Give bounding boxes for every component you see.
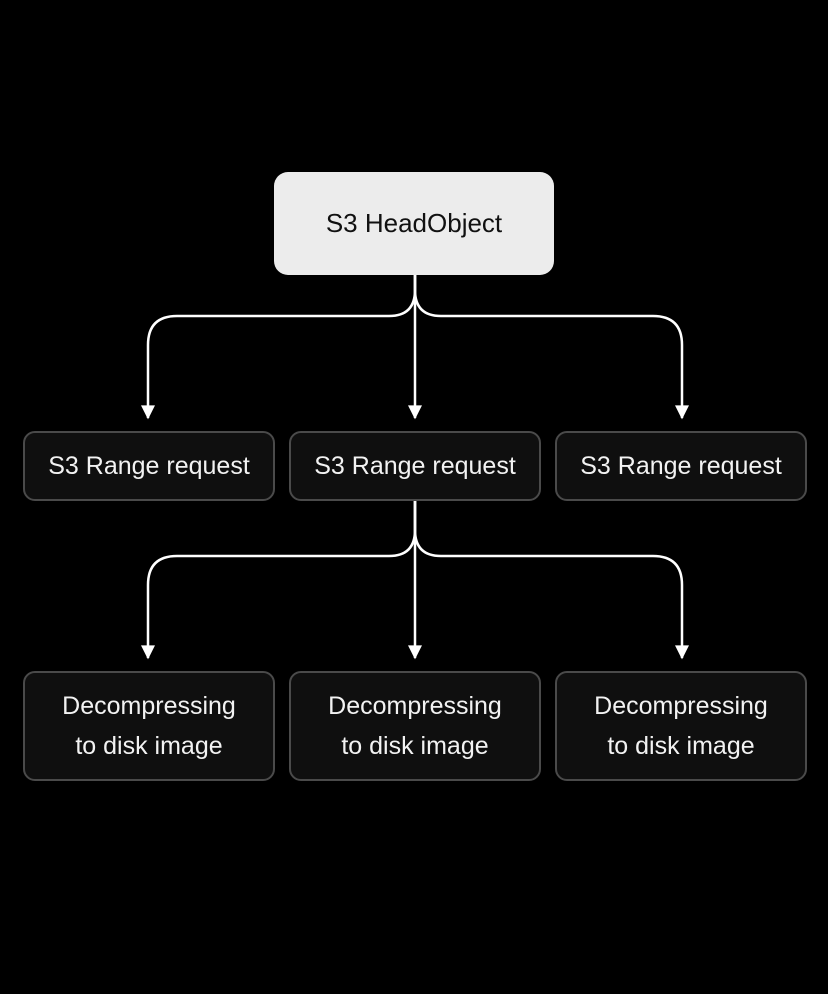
node-s3-range-request-2-label: S3 Range request: [314, 451, 516, 480]
node-decompress-1-line1: Decompressing: [62, 692, 236, 720]
node-s3-headobject-label: S3 HeadObject: [325, 208, 503, 238]
connector-range-to-decompress-1: [141, 501, 417, 660]
node-decompress-3-line1: Decompressing: [594, 692, 768, 720]
node-decompress-3: Decompressing to disk image: [555, 671, 807, 781]
node-decompress-2-line2: to disk image: [341, 732, 489, 760]
node-decompress-3-line2: to disk image: [607, 732, 755, 760]
node-decompress-2: Decompressing to disk image: [289, 671, 541, 781]
node-decompress-1-line2: to disk image: [75, 732, 223, 760]
connector-root-to-range-3: [413, 275, 689, 420]
node-s3-range-request-2: S3 Range request: [289, 431, 541, 501]
node-s3-range-request-3: S3 Range request: [555, 431, 807, 501]
node-s3-range-request-3-label: S3 Range request: [580, 451, 782, 480]
node-decompress-2-line1: Decompressing: [328, 692, 502, 720]
node-s3-headobject: S3 HeadObject: [274, 172, 554, 275]
node-decompress-1: Decompressing to disk image: [23, 671, 275, 781]
node-s3-range-request-1-label: S3 Range request: [48, 451, 250, 480]
connector-root-to-range-1: [141, 275, 417, 420]
node-s3-range-request-1: S3 Range request: [23, 431, 275, 501]
connector-range-to-decompress-3: [413, 501, 689, 660]
